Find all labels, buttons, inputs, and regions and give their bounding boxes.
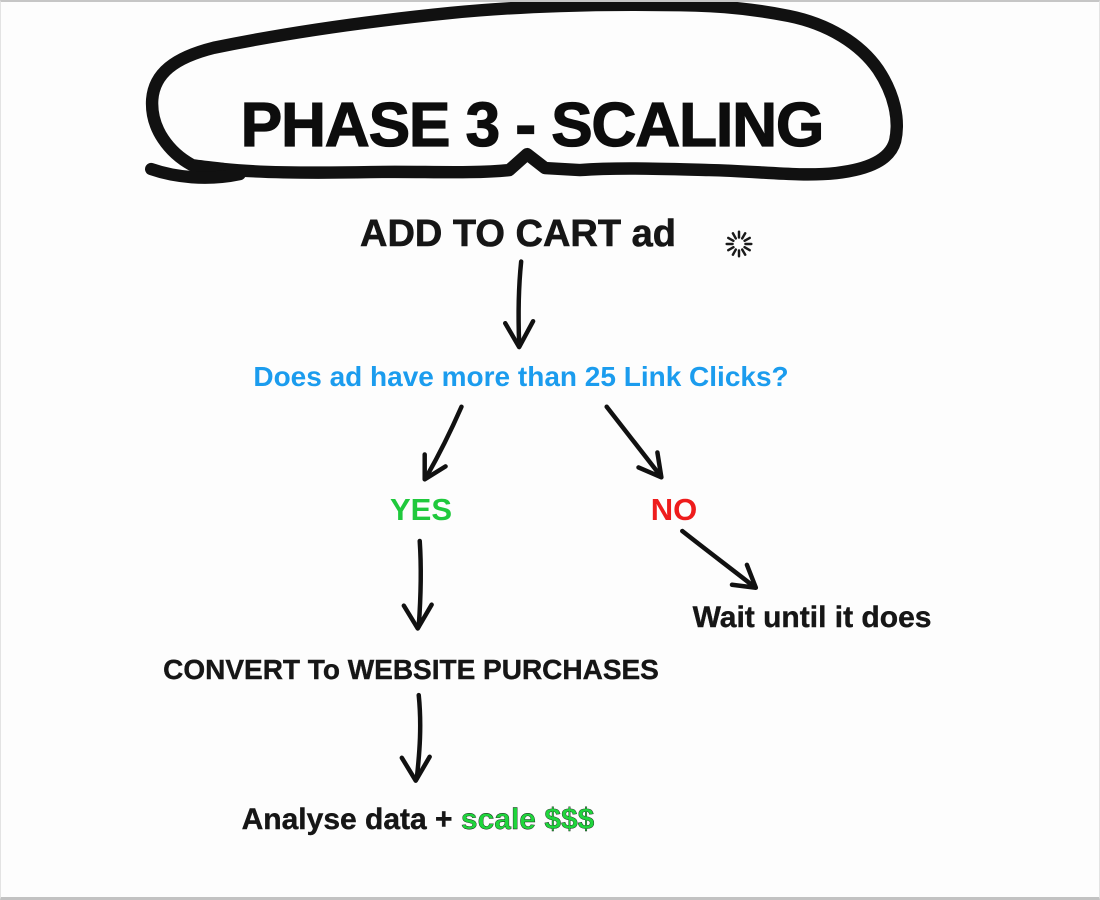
loading-spinner-icon	[725, 230, 753, 258]
analyse-data-text: Analyse data +	[241, 803, 461, 836]
arrow-question-to-no	[604, 404, 664, 480]
node-convert-to-website-purchases: CONVERT To WEBSITE PURCHASES	[163, 654, 659, 685]
arrow-yes-to-convert	[401, 538, 434, 631]
node-yes: YES	[389, 492, 453, 527]
arrow-no-to-wait	[680, 528, 759, 590]
arrow-ad-to-question	[503, 259, 536, 350]
arrow-convert-to-analyse	[399, 692, 432, 783]
node-no: NO	[650, 492, 698, 527]
node-wait-until-it-does: Wait until it does	[692, 601, 932, 634]
arrow-question-to-yes	[422, 404, 464, 482]
node-analyse-data-scale: Analyse data + scale $$$	[241, 803, 595, 836]
page-title: PHASE 3 - SCALING	[240, 91, 825, 161]
node-add-to-cart-ad: ADD TO CART ad	[360, 213, 677, 255]
node-question-link-clicks: Does ad have more than 25 Link Clicks?	[253, 361, 789, 392]
scale-money-text: scale $$$	[460, 803, 595, 836]
title-circle-tail	[145, 162, 246, 184]
